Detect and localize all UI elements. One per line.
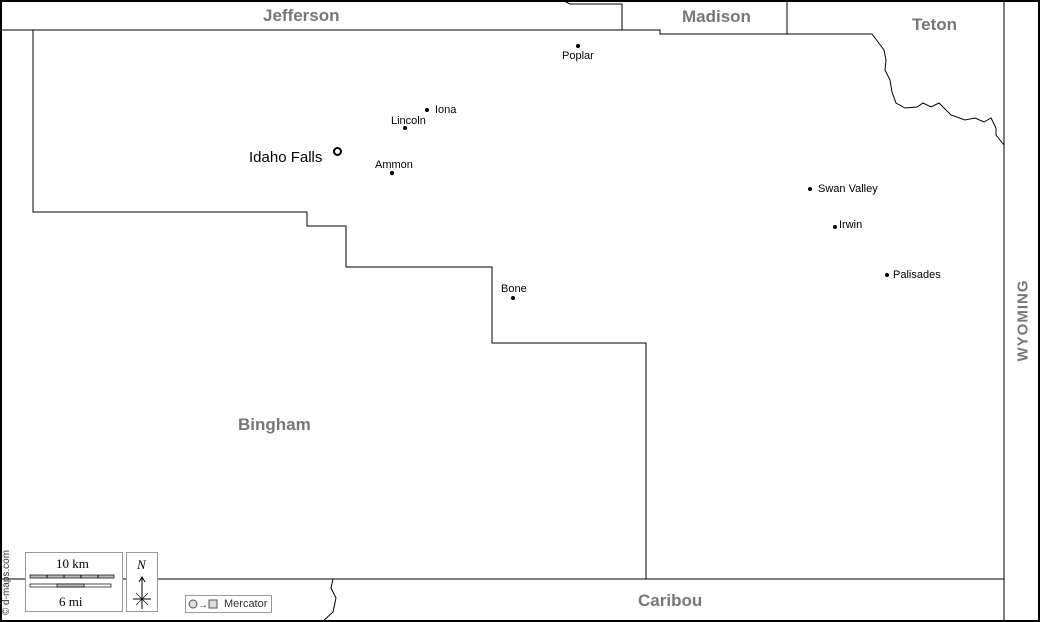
west-boundary: [32, 30, 647, 579]
projection-label: Mercator: [224, 598, 268, 610]
credit: © d-maps.com: [1, 549, 13, 616]
city-irwin: Irwin: [839, 219, 863, 231]
north-label: N: [137, 557, 146, 572]
scale-km-label: 10 km: [56, 556, 89, 571]
scale-mi-label: 6 mi: [59, 594, 83, 609]
scale-bar: 10 km 6 mi: [25, 552, 123, 612]
label-jefferson: Jefferson: [263, 6, 340, 25]
city-ammon: Ammon: [375, 159, 413, 171]
city-bone: Bone: [501, 283, 527, 295]
label-wyoming: WYOMING: [1014, 279, 1032, 362]
city-lincoln: Lincoln: [391, 115, 426, 127]
city-dot-icon: [390, 171, 394, 175]
county-boundary: [0, 29, 1005, 146]
city-dot-icon: [425, 108, 429, 112]
label-caribou: Caribou: [638, 591, 703, 610]
label-madison: Madison: [682, 7, 751, 26]
city-iona: Iona: [435, 104, 457, 116]
city-dot-icon: [833, 225, 837, 229]
city-palisades: Palisades: [893, 269, 941, 281]
svg-text:→: →: [198, 600, 208, 611]
compass-icon: [133, 576, 151, 609]
capital-marker-icon: [333, 147, 342, 156]
city-dot-icon: [808, 187, 812, 191]
label-teton: Teton: [912, 15, 958, 34]
city-dot-icon: [511, 296, 515, 300]
scale-bar-graphic: [29, 574, 115, 588]
label-bingham: Bingham: [238, 415, 311, 434]
city-swan-valley: Swan Valley: [818, 183, 878, 195]
north-arrow: N: [126, 552, 158, 612]
projection-box: → Mercator: [185, 595, 272, 613]
bingham-caribou-boundary: [321, 578, 337, 622]
city-dot-icon: [576, 44, 580, 48]
madison-boundary: [561, 0, 788, 34]
city-poplar: Poplar: [562, 50, 594, 62]
city-dot-icon: [885, 273, 889, 277]
projection-icon: →: [188, 599, 218, 611]
city-dot-icon: [403, 126, 407, 130]
city-idaho-falls: Idaho Falls: [249, 149, 323, 166]
